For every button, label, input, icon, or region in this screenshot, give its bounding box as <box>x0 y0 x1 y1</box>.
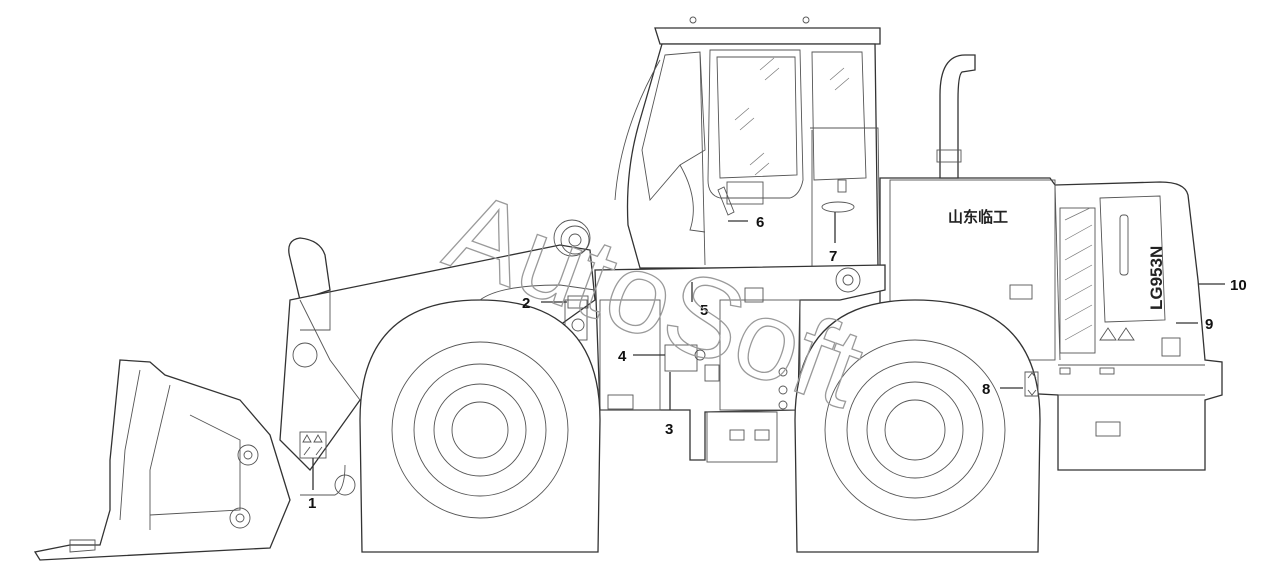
callout-7: 7 <box>829 248 837 265</box>
leader-lines <box>312 212 1225 490</box>
front-fender <box>479 284 596 301</box>
exhaust-stack <box>936 54 976 179</box>
callout-6: 6 <box>756 214 764 231</box>
callout-8: 8 <box>982 381 990 398</box>
callout-5: 5 <box>700 302 708 319</box>
callout-10: 10 <box>1230 277 1247 294</box>
brand-lettering: 山东临工 <box>948 208 1008 226</box>
callout-4: 4 <box>618 348 627 365</box>
decal-marks <box>299 201 1039 459</box>
rear-wheel <box>794 299 1041 553</box>
cab <box>614 16 881 271</box>
callout-2: 2 <box>522 295 530 312</box>
model-lettering: LG953N <box>1147 246 1166 310</box>
rear-body <box>879 177 1223 471</box>
callout-3: 3 <box>665 421 673 438</box>
front-wheel <box>359 299 601 553</box>
callout-9: 9 <box>1205 316 1213 333</box>
headlight <box>553 219 591 257</box>
callout-1: 1 <box>308 495 316 512</box>
bucket <box>33 359 291 561</box>
